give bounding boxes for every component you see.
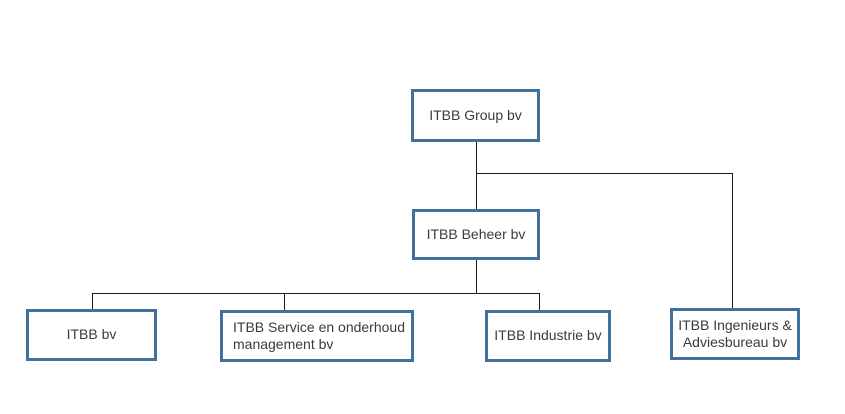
connector-to-itbb-bv — [92, 293, 93, 309]
org-node-industrie-label: ITBB Industrie bv — [494, 327, 602, 344]
org-node-group: ITBB Group bv — [411, 89, 540, 142]
org-node-service: ITBB Service en onderhoud management bv — [220, 310, 414, 362]
connector-top-horizontal — [476, 173, 733, 174]
org-node-group-label: ITBB Group bv — [429, 106, 522, 123]
org-node-itbb-bv: ITBB bv — [26, 309, 157, 361]
connector-beheer-to-split — [476, 260, 477, 293]
org-node-beheer: ITBB Beheer bv — [412, 209, 540, 260]
connector-to-service — [284, 293, 285, 310]
org-node-industrie: ITBB Industrie bv — [485, 310, 611, 362]
connector-bottom-horizontal — [92, 293, 540, 294]
org-node-service-label: ITBB Service en onderhoud management bv — [233, 318, 405, 353]
connector-to-industrie — [539, 293, 540, 310]
org-node-ingenieurs-label: ITBB Ingenieurs & Adviesbureau bv — [678, 316, 792, 351]
org-node-beheer-label: ITBB Beheer bv — [426, 225, 526, 242]
connector-to-ingenieurs — [732, 173, 733, 308]
connector-group-to-split — [476, 142, 477, 209]
org-node-itbb-bv-label: ITBB bv — [66, 326, 117, 343]
org-node-ingenieurs: ITBB Ingenieurs & Adviesbureau bv — [670, 308, 800, 360]
